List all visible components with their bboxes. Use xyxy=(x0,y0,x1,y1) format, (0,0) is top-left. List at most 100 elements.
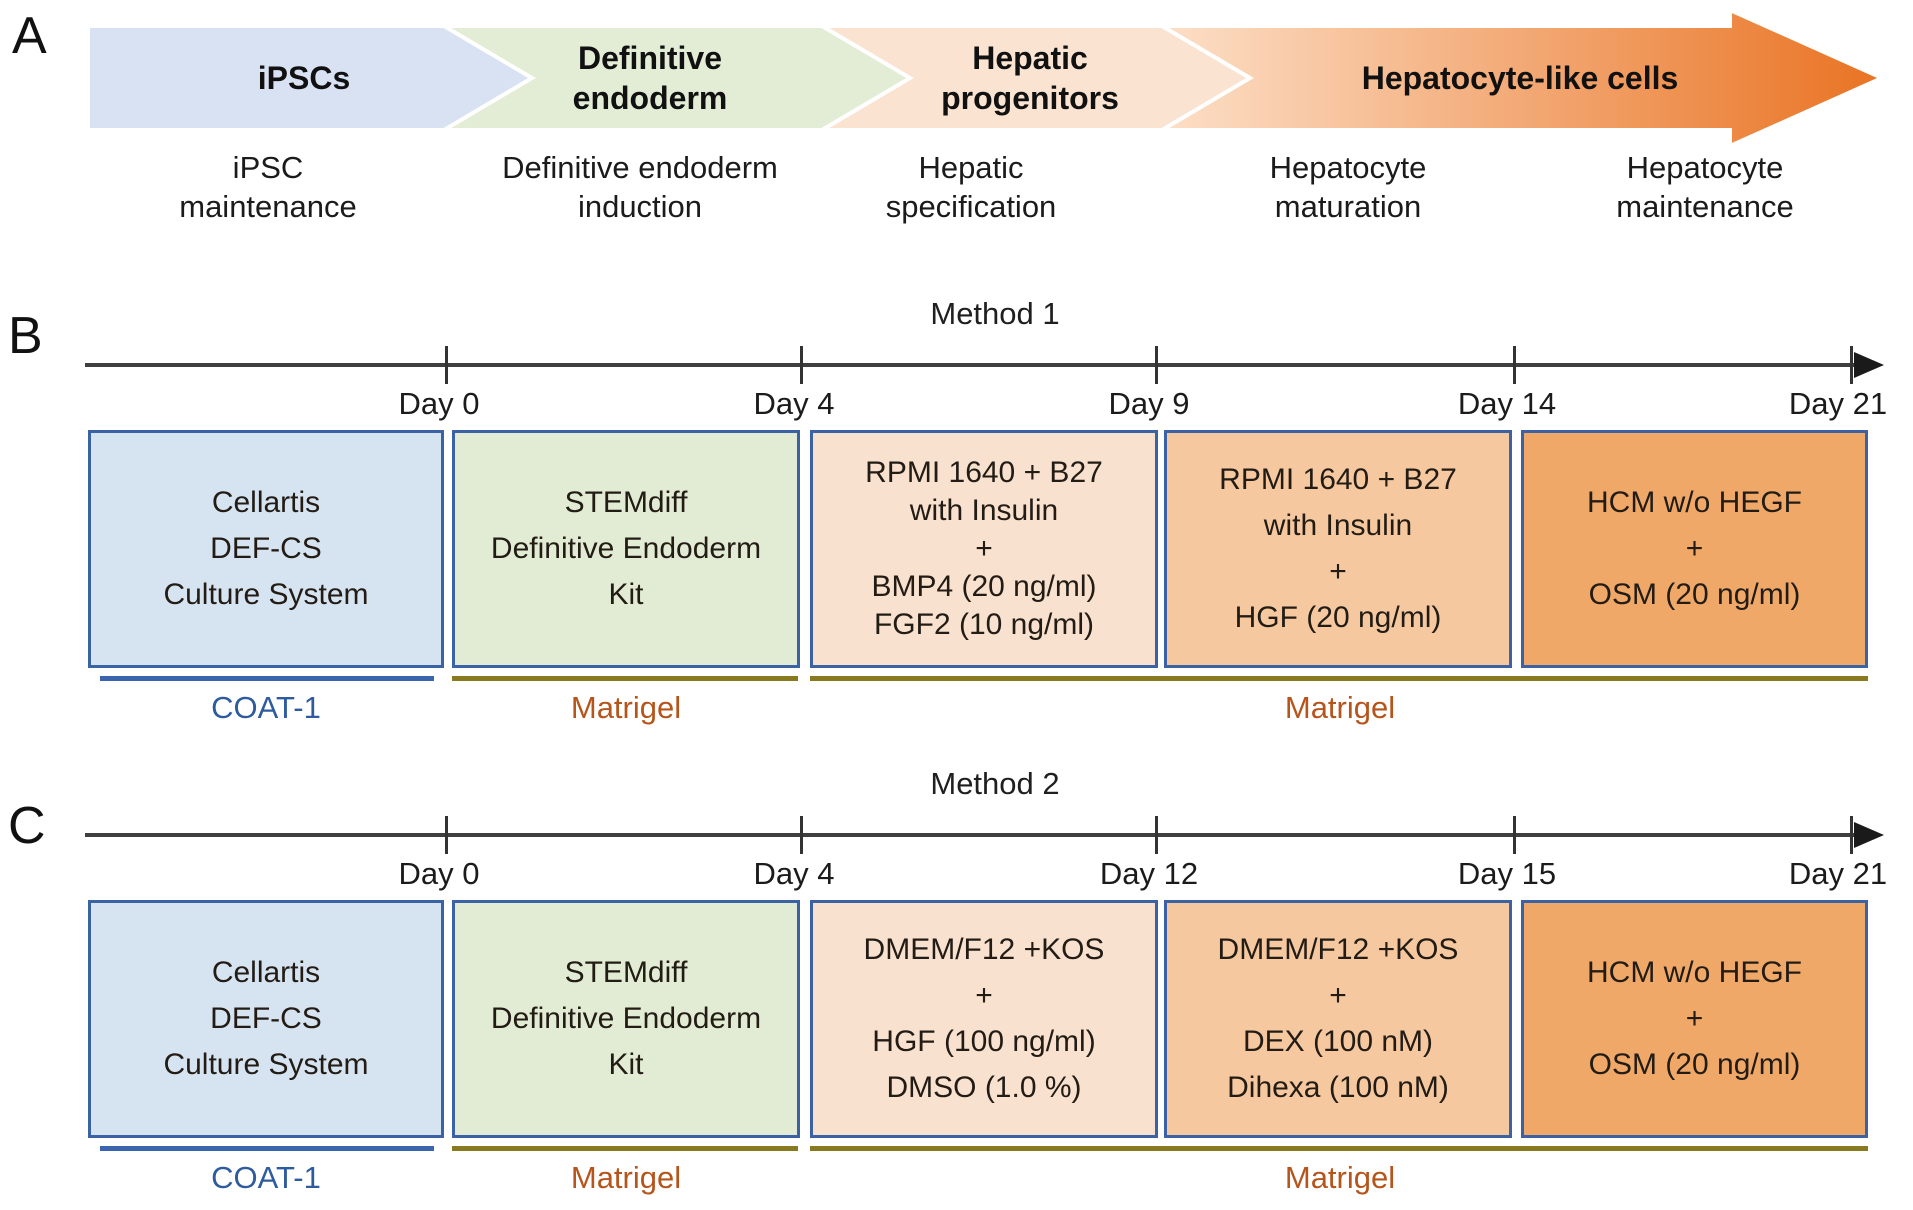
stage-label-hepatocyte-maturation: Hepatocyte maturation xyxy=(1270,148,1427,226)
coating-label-coat1: COAT-1 xyxy=(211,690,321,725)
box-line: Kit xyxy=(608,578,644,611)
arrow-ipscs xyxy=(86,24,536,132)
stage-line: Hepatocyte xyxy=(1269,150,1427,185)
stage-line: maintenance xyxy=(1616,189,1794,224)
arrow-title-hepatic-progenitors: Hepatic progenitors xyxy=(941,38,1119,118)
timeline-tick xyxy=(1513,816,1516,854)
box-line: STEMdiff xyxy=(564,486,688,519)
stage-line: induction xyxy=(577,189,703,224)
arrow-title-ipscs: iPSCs xyxy=(258,58,350,98)
box-line: DMEM/F12 +KOS xyxy=(1217,933,1459,966)
stage-label-definitive-endoderm-induction: Definitive endoderm induction xyxy=(502,148,778,226)
timeline-arrowhead-icon xyxy=(1854,352,1884,378)
timeline-tick xyxy=(445,346,448,384)
timeline-tick xyxy=(1513,346,1516,384)
box-line: OSM (20 ng/ml) xyxy=(1588,1048,1801,1081)
box-line: RPMI 1640 + B27 xyxy=(865,456,1103,489)
medium-box-endoderm: STEMdiff Definitive Endoderm Kit xyxy=(452,900,800,1138)
coating-label-coat1: COAT-1 xyxy=(211,1160,321,1195)
medium-box-maintenance: HCM w/o HEGF + OSM (20 ng/ml) xyxy=(1521,900,1868,1138)
coating-label-matrigel: Matrigel xyxy=(570,1160,682,1195)
day-label: Day 21 xyxy=(1788,856,1888,891)
method-2-title: Method 2 xyxy=(930,766,1060,801)
stage-label-ipsc-maintenance: iPSC maintenance xyxy=(179,148,357,226)
medium-box-maturation: RPMI 1640 + B27 with Insulin + HGF (20 n… xyxy=(1164,430,1512,668)
box-line: + xyxy=(975,979,993,1012)
day-label: Day 4 xyxy=(753,856,835,891)
stage-label-hepatic-specification: Hepatic specification xyxy=(886,148,1057,226)
box-line: + xyxy=(1329,555,1347,588)
stage-line: maturation xyxy=(1274,189,1422,224)
box-line: + xyxy=(1329,979,1347,1012)
method-1-title: Method 1 xyxy=(930,296,1060,331)
box-line: Cellartis xyxy=(211,486,321,519)
box-line: + xyxy=(975,532,993,565)
timeline-tick xyxy=(1155,816,1158,854)
box-line: with Insulin xyxy=(1263,509,1413,542)
panel-b: Method 1 Day 0 Day 4 Day 9 Day 14 Day 21… xyxy=(0,268,1913,740)
coating-line-matrigel xyxy=(810,676,1868,681)
arrow-title-line: progenitors xyxy=(941,80,1119,116)
day-label: Day 0 xyxy=(398,856,480,891)
panel-a-label: A xyxy=(12,7,47,65)
box-line: Cellartis xyxy=(211,956,321,989)
box-line: DEF-CS xyxy=(210,532,322,565)
medium-box-ipsc: Cellartis DEF-CS Culture System xyxy=(88,430,444,668)
arrow-hepatocyte-like-cells xyxy=(1162,6,1887,150)
coating-label-matrigel: Matrigel xyxy=(1284,1160,1396,1195)
coating-label-matrigel: Matrigel xyxy=(1284,690,1396,725)
coating-line-matrigel xyxy=(810,1146,1868,1151)
medium-box-specification: RPMI 1640 + B27 with Insulin + BMP4 (20 … xyxy=(810,430,1158,668)
timeline-tick xyxy=(445,816,448,854)
day-label: Day 4 xyxy=(753,386,835,421)
box-line: DMSO (1.0 %) xyxy=(886,1071,1082,1104)
arrow-title-definitive-endoderm: Definitive endoderm xyxy=(573,38,728,118)
panel-b-label: B xyxy=(8,307,43,365)
coating-line-matrigel xyxy=(452,1146,798,1151)
coating-label-matrigel: Matrigel xyxy=(570,690,682,725)
panel-c-label: C xyxy=(8,797,46,855)
stage-line: Definitive endoderm xyxy=(502,150,778,185)
timeline-tick xyxy=(1155,346,1158,384)
box-line: + xyxy=(1685,1002,1704,1035)
stage-line: maintenance xyxy=(179,189,357,224)
box-line: DMEM/F12 +KOS xyxy=(863,933,1105,966)
medium-box-ipsc: Cellartis DEF-CS Culture System xyxy=(88,900,444,1138)
day-label: Day 15 xyxy=(1457,856,1557,891)
stage-line: specification xyxy=(885,189,1057,224)
arrow-title-line: Hepatocyte-like cells xyxy=(1361,60,1679,96)
day-label: Day 14 xyxy=(1457,386,1557,421)
box-line: Kit xyxy=(608,1048,644,1081)
differentiation-arrow-band xyxy=(86,6,1887,150)
box-line: + xyxy=(1685,532,1704,565)
box-line: BMP4 (20 ng/ml) xyxy=(871,570,1097,603)
box-line: FGF2 (10 ng/ml) xyxy=(873,608,1095,641)
timeline-tick xyxy=(1850,816,1853,854)
arrow-title-line: Hepatic xyxy=(972,40,1088,76)
panel-c: Method 2 Day 0 Day 4 Day 12 Day 15 Day 2… xyxy=(0,738,1913,1210)
timeline-arrowhead-icon xyxy=(1854,822,1884,848)
coating-line-matrigel xyxy=(452,676,798,681)
timeline-tick xyxy=(1850,346,1853,384)
arrow-title-line: Definitive xyxy=(577,40,723,76)
stage-line: Hepatocyte xyxy=(1626,150,1784,185)
medium-box-maturation: DMEM/F12 +KOS + DEX (100 nM) Dihexa (100… xyxy=(1164,900,1512,1138)
day-label: Day 0 xyxy=(398,386,480,421)
day-label: Day 12 xyxy=(1099,856,1199,891)
medium-box-maintenance: HCM w/o HEGF + OSM (20 ng/ml) xyxy=(1521,430,1868,668)
box-line: Definitive Endoderm xyxy=(490,1002,762,1035)
box-line: HCM w/o HEGF xyxy=(1586,956,1802,989)
box-line: with Insulin xyxy=(909,494,1059,527)
stage-line: Hepatic xyxy=(918,150,1024,185)
arrow-title-line: endoderm xyxy=(572,80,728,116)
stage-line: iPSC xyxy=(232,150,304,185)
timeline-axis xyxy=(85,833,1858,837)
box-line: Definitive Endoderm xyxy=(490,532,762,565)
box-line: HCM w/o HEGF xyxy=(1586,486,1802,519)
timeline-axis xyxy=(85,363,1858,367)
box-line: DEF-CS xyxy=(210,1002,322,1035)
arrow-title-hepatocyte-like-cells: Hepatocyte-like cells xyxy=(1362,58,1679,98)
box-line: STEMdiff xyxy=(564,956,688,989)
box-line: HGF (20 ng/ml) xyxy=(1234,601,1442,634)
